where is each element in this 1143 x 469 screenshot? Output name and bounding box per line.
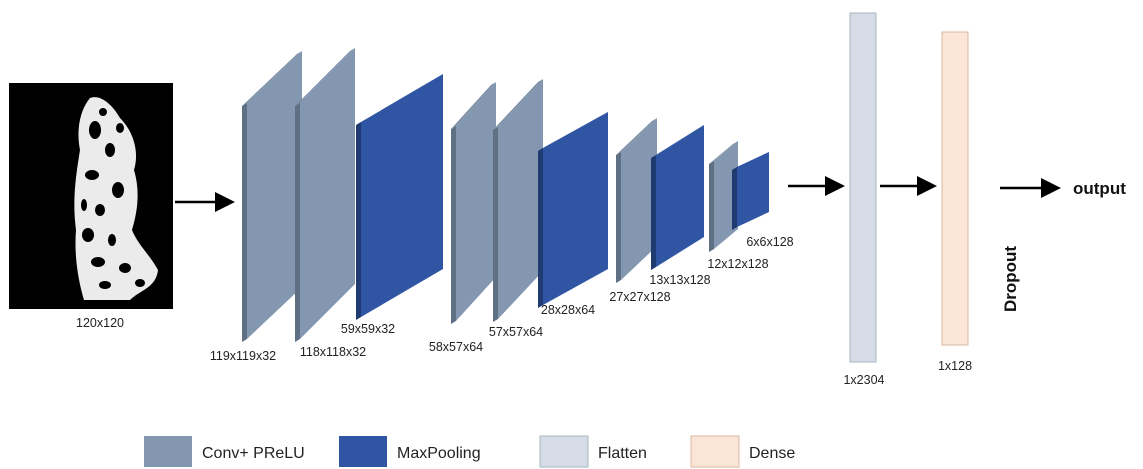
block-side-face: [295, 103, 300, 342]
layer-size-label-1: 119x119x32: [210, 349, 276, 363]
layer-size-label-9: 12x12x128: [707, 257, 768, 271]
legend-item-maxpool: MaxPooling: [339, 436, 481, 467]
block-front-face: [498, 79, 543, 319]
legend-swatch-conv: [144, 436, 192, 467]
block-side-face: [356, 122, 361, 320]
flatten-layer: 1x2304: [843, 12, 885, 387]
layer-block-7-conv: [616, 118, 657, 283]
layer-block-8-maxpool: [651, 125, 704, 270]
block-side-face: [451, 126, 456, 324]
flatten-size-label: 1x2304: [843, 373, 884, 387]
layer-block-10-maxpool: [732, 152, 769, 230]
layer-block-6-maxpool: [538, 112, 608, 308]
block-top-face: [616, 118, 657, 155]
dense-layer: 1x128: [938, 31, 972, 373]
block-front-face: [543, 112, 608, 305]
layer-size-label-8: 13x13x128: [649, 273, 710, 287]
block-side-face: [493, 127, 498, 322]
block-front-face: [656, 125, 704, 267]
block-top-face: [451, 82, 496, 129]
block-top-face: [295, 48, 355, 106]
legend: Conv+ PReLU MaxPooling Flatten Dense: [144, 435, 795, 468]
block-side-face: [709, 161, 714, 252]
block-side-face: [538, 148, 543, 308]
block-side-face: [242, 103, 247, 342]
layer-size-label-4: 58x57x64: [429, 340, 483, 354]
block-front-face: [300, 48, 355, 339]
block-top-face: [242, 51, 302, 106]
legend-label-maxpool: MaxPooling: [397, 445, 481, 462]
input-size-label: 120x120: [76, 316, 124, 330]
layer-block-1-conv: [242, 51, 302, 342]
block-top-face: [651, 125, 704, 158]
layer-size-label-10: 6x6x128: [746, 235, 793, 249]
legend-label-flatten: Flatten: [598, 445, 647, 462]
block-side-face: [651, 155, 656, 270]
legend-item-conv: Conv+ PReLU: [144, 436, 305, 467]
input-image: 120x120: [9, 83, 173, 330]
dropout-label: Dropout: [1001, 246, 1020, 312]
layer-block-2-conv: [295, 48, 355, 342]
bone-texture-holes: [81, 108, 145, 289]
layer-size-labels: 119x119x32 118x118x32 59x59x32 58x57x64 57x5…: [210, 235, 794, 363]
block-front-face: [456, 82, 496, 321]
block-top-face: [493, 79, 543, 130]
legend-label-dense: Dense: [749, 445, 795, 462]
output-label: output: [1073, 179, 1126, 198]
layer-size-label-5: 57x57x64: [489, 325, 543, 339]
layer-block-5-conv: [493, 79, 543, 322]
block-side-face: [616, 152, 621, 283]
block-front-face: [621, 118, 657, 280]
layer-blocks: [242, 48, 769, 342]
layer-size-label-2: 118x118x32: [300, 345, 366, 359]
legend-swatch-dense: [690, 435, 740, 468]
layer-size-label-7: 27x27x128: [609, 290, 670, 304]
legend-swatch-flatten: [539, 435, 589, 468]
layer-block-4-conv: [451, 82, 496, 324]
layer-block-3-maxpool: [356, 74, 443, 320]
layer-size-label-3: 59x59x32: [341, 322, 395, 336]
block-side-face: [732, 167, 737, 230]
legend-item-flatten: Flatten: [539, 435, 647, 468]
bone-texture-graphic: [74, 97, 158, 301]
legend-item-dense: Dense: [690, 435, 795, 468]
block-front-face: [247, 51, 302, 339]
block-top-face: [709, 141, 738, 164]
layer-size-label-6: 28x28x64: [541, 303, 595, 317]
block-front-face: [361, 74, 443, 317]
block-front-face: [737, 152, 769, 227]
legend-label-conv: Conv+ PReLU: [202, 445, 305, 462]
legend-swatch-maxpool: [339, 436, 387, 467]
dense-size-label: 1x128: [938, 359, 972, 373]
